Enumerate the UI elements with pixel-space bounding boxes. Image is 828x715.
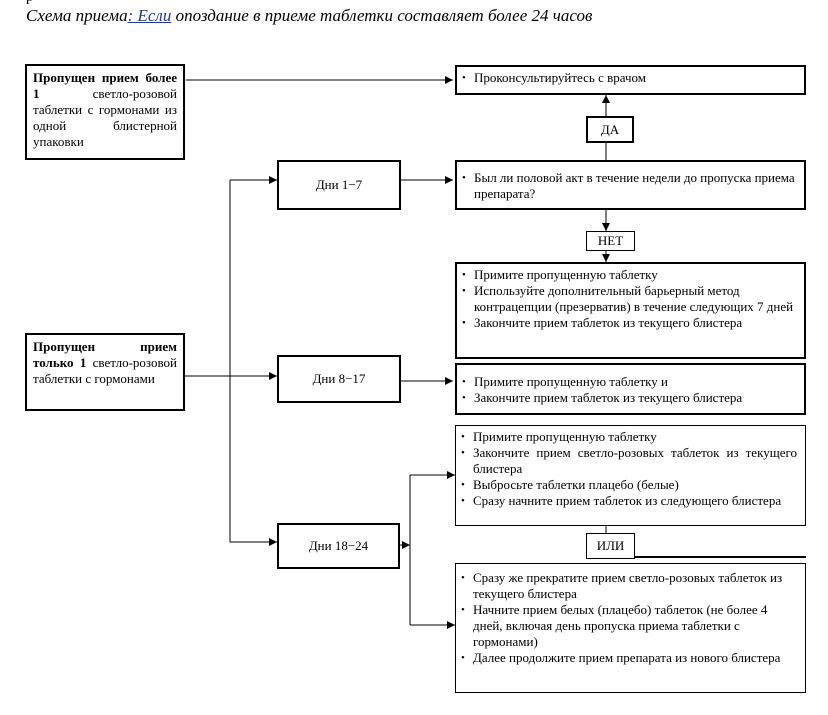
days-1-7-box: Дни 1−7 [277, 160, 401, 210]
list-item: Проконсультируйтесь с врачом [462, 70, 796, 86]
missed-more-text: светло-розовой таблетки с гормонами из о… [33, 86, 177, 149]
list-item: Закончите прием светло-розовых таблеток … [461, 445, 797, 477]
title-link[interactable]: : Если [127, 6, 172, 25]
days-18-24-option-a-box: Примите пропущенную таблетку Закончите п… [455, 425, 806, 526]
list-item: Примите пропущенную таблетку [461, 429, 797, 445]
days-1-7-actions-box: Примите пропущенную таблетку Используйте… [455, 262, 806, 359]
scheme-title: Схема приема: Если опоздание в приеме та… [26, 6, 592, 26]
list-item: Сразу начните прием таблеток из следующе… [461, 493, 797, 509]
list-item: Закончите прием таблеток из текущего бли… [462, 315, 796, 331]
missed-only-one-box: Пропущен прием только 1 светло-розовой т… [25, 333, 185, 411]
list-item: Далее продолжите прием препарата из ново… [461, 650, 797, 666]
consult-box: Проконсультируйтесь с врачом [455, 65, 806, 95]
title-plain: Схема приема [26, 6, 128, 25]
consult-list: Проконсультируйтесь с врачом [457, 67, 804, 88]
option-b-list: Сразу же прекратите прием светло-розовых… [456, 564, 805, 668]
question-list: Был ли половой акт в течение недели до п… [457, 162, 804, 204]
no-label-box: НЕТ [586, 231, 635, 251]
days-8-17-actions-box: Примите пропущенную таблетку и Закончите… [455, 363, 806, 415]
days-18-24-box: Дни 18−24 [277, 523, 400, 569]
question-box: Был ли половой акт в течение недели до п… [455, 160, 806, 210]
list-item: Сразу же прекратите прием светло-розовых… [461, 570, 797, 602]
page-fragment: р [26, 0, 33, 6]
list-item: Начните прием белых (плацебо) таблеток (… [461, 602, 797, 650]
list-item: Примите пропущенную таблетку и [462, 374, 796, 390]
days-8-17-list: Примите пропущенную таблетку и Закончите… [457, 365, 804, 408]
missed-only-text: светло-розовой таблетки с гормонами [33, 355, 177, 386]
option-a-list: Примите пропущенную таблетку Закончите п… [456, 426, 805, 511]
list-item: Используйте дополнительный барьерный мет… [462, 283, 796, 315]
yes-label-box: ДА [586, 116, 634, 143]
list-item: Примите пропущенную таблетку [462, 267, 796, 283]
list-item: Закончите прием таблеток из текущего бли… [462, 390, 796, 406]
days-8-17-box: Дни 8−17 [277, 355, 401, 403]
title-rest: опоздание в приеме таблетки составляет б… [171, 6, 593, 25]
days-18-24-option-b-box: Сразу же прекратите прием светло-розовых… [455, 563, 806, 693]
days-1-7-list: Примите пропущенную таблетку Используйте… [457, 264, 804, 333]
list-item: Был ли половой акт в течение недели до п… [462, 170, 796, 202]
list-item: Выбросьте таблетки плацебо (белые) [461, 477, 797, 493]
missed-more-bold: Пропущен прием более 1 [33, 70, 177, 101]
missed-only-bold: Пропущен прием только 1 [33, 339, 177, 370]
missed-more-than-one-box: Пропущен прием более 1 светло-розовой та… [25, 64, 185, 160]
or-label-box: ИЛИ [586, 533, 635, 559]
